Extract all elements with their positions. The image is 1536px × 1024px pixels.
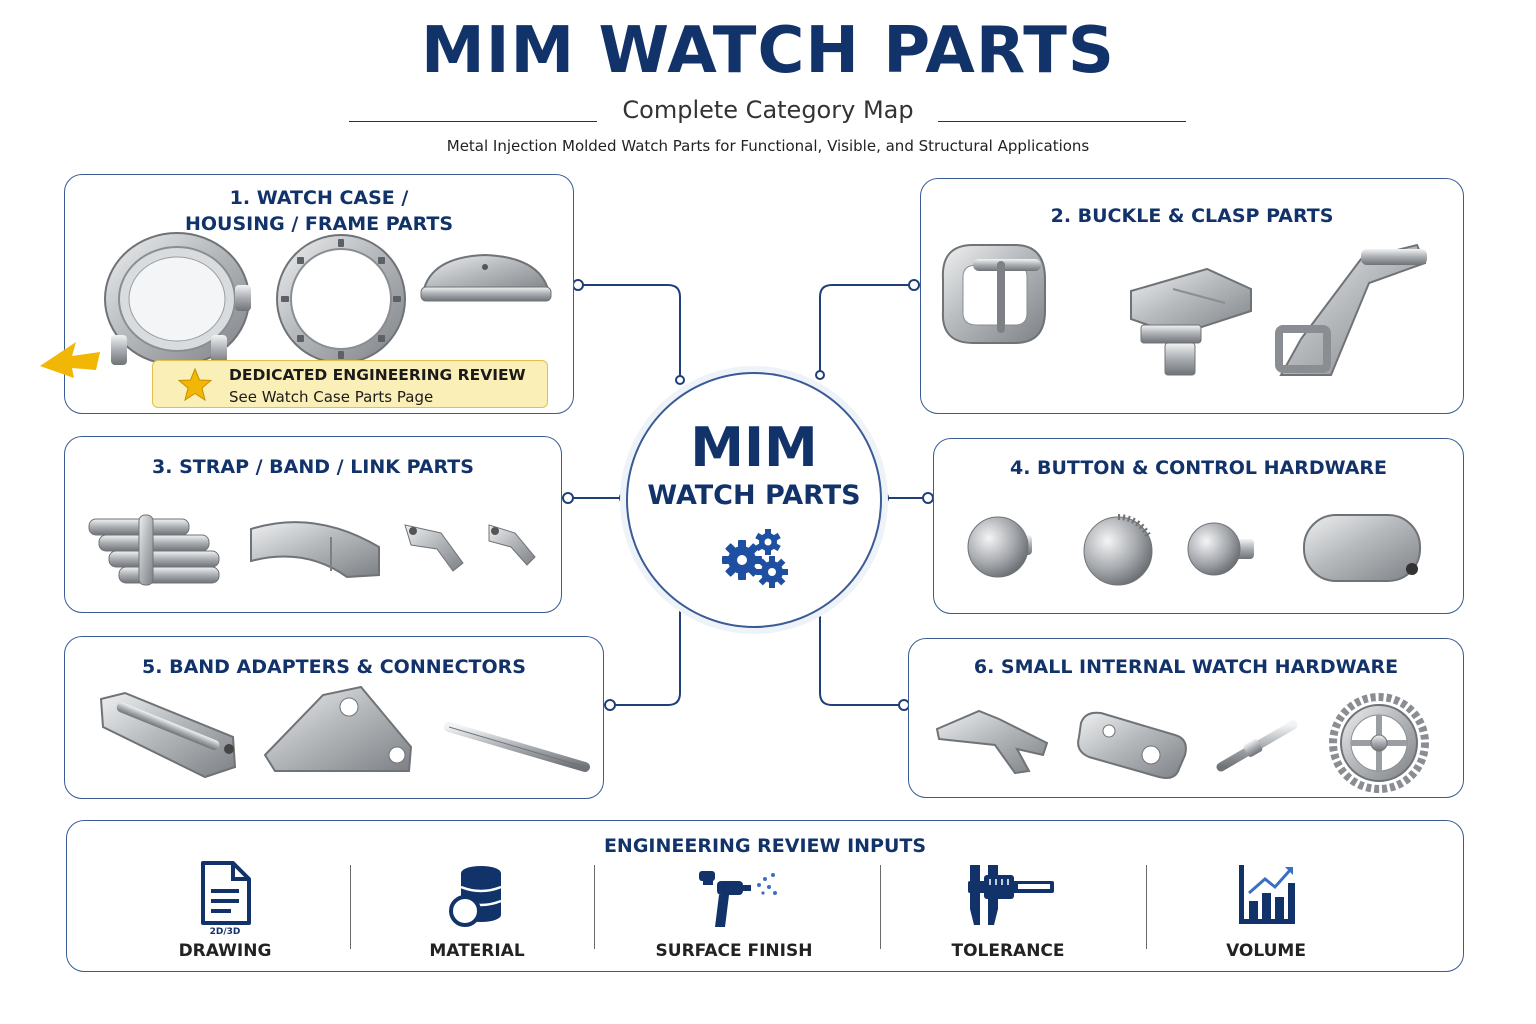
inputs-divider [1146,865,1147,949]
small-link-pieces-icon [404,524,536,572]
category-title: 4. BUTTON & CONTROL HARDWARE [1009,457,1388,479]
subtitle-rule-left [349,121,597,122]
category-card-strap-band-link[interactable]: 3. STRAP / BAND / LINK PARTS [64,436,562,613]
bracelet-links-icon [88,514,220,586]
category-card-button-control[interactable]: 4. BUTTON & CONTROL HARDWARE [933,438,1464,614]
hub-title: MIM [690,416,818,479]
input-material[interactable]: MATERIAL [367,861,587,961]
end-link-icon [250,521,380,579]
caliper-icon [968,865,1054,925]
category-card-band-adapters[interactable]: 5. BAND ADAPTERS & CONNECTORS [64,636,604,799]
page-tagline: Metal Injection Molded Watch Parts for F… [446,137,1090,155]
lug-adapter-icon [99,691,237,779]
input-label: VOLUME [1226,941,1306,961]
engineering-inputs-panel: ENGINEERING REVIEW INPUTS 2D/3D DRAWING … [66,820,1464,972]
oval-pusher-icon [1303,514,1421,582]
button-parts-illustration [967,514,1421,586]
arrow-left-icon [40,342,100,378]
category-title: 5. BAND ADAPTERS & CONNECTORS [142,656,526,678]
review-callout-link[interactable]: See Watch Case Parts Page [229,388,434,406]
connector-plate-icon [263,685,413,772]
star-icon [177,367,213,402]
knurled-crown-icon [1083,514,1153,586]
page-title: MIM WATCH PARTS [421,14,1115,88]
subtitle-rule-right [938,121,1186,122]
category-card-internal-hardware[interactable]: 6. SMALL INTERNAL WATCH HARDWARE [908,638,1464,798]
category-title: 3. STRAP / BAND / LINK PARTS [152,456,474,478]
pusher-button-icon [1187,522,1254,576]
case-frame-icon [420,253,552,302]
input-label: TOLERANCE [951,941,1065,961]
spray-gun-icon [699,871,777,927]
page-subtitle: Complete Category Map [622,96,914,124]
watch-case-parts-illustration [104,232,552,366]
buckle-parts-illustration [941,243,1427,376]
gears-icon [722,529,788,588]
engineering-review-callout[interactable]: DEDICATED ENGINEERING REVIEW See Watch C… [152,360,548,408]
input-tolerance[interactable]: TOLERANCE [898,861,1118,961]
hub-circle: MIM WATCH PARTS [626,372,882,628]
input-label: SURFACE FINISH [655,941,813,961]
gear-wheel-icon [1329,693,1429,793]
folding-clasp-icon [1275,243,1427,376]
input-surface-finish[interactable]: SURFACE FINISH [624,861,844,961]
input-volume[interactable]: VOLUME [1156,861,1376,961]
input-drawing[interactable]: 2D/3D DRAWING [115,861,335,961]
watch-case-icon [104,232,251,366]
document-icon: 2D/3D [201,861,251,935]
spring-bar-icon [444,722,590,772]
input-label: MATERIAL [429,941,525,961]
bridge-plate-icon [1077,711,1187,779]
review-callout-title: DEDICATED ENGINEERING REVIEW [229,366,526,384]
category-card-buckle-clasp[interactable]: 2. BUCKLE & CLASP PARTS [920,178,1464,414]
bar-chart-icon [1239,865,1295,924]
category-title: 2. BUCKLE & CLASP PARTS [1050,205,1334,227]
link-parts-illustration [88,514,536,586]
pinion-shaft-icon [1216,720,1298,772]
inputs-title: ENGINEERING REVIEW INPUTS [603,835,927,857]
input-label: DRAWING [178,941,272,961]
lever-part-icon [935,709,1049,775]
database-icon [449,866,502,927]
category-title-line2: HOUSING / FRAME PARTS [184,213,454,235]
bezel-ring-icon [276,234,406,364]
hub-subtitle: WATCH PARTS [647,480,861,511]
inputs-divider [880,865,881,949]
crown-button-icon [967,516,1032,578]
adapter-parts-illustration [99,685,590,779]
deployant-clasp-icon [1130,267,1252,376]
inputs-divider [350,865,351,949]
drawing-tag: 2D/3D [210,927,241,935]
category-title: 1. WATCH CASE / [229,187,409,209]
internal-parts-illustration [935,693,1429,793]
inputs-divider [594,865,595,949]
category-title: 6. SMALL INTERNAL WATCH HARDWARE [973,656,1399,678]
pin-buckle-icon [941,244,1046,344]
